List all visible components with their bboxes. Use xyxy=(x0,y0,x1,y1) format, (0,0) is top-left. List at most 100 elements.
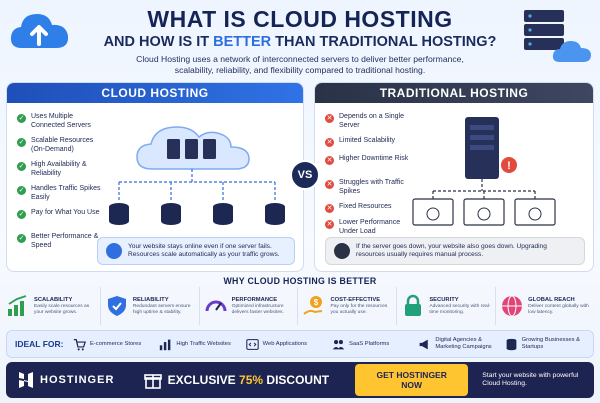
brand-name: HOSTINGER xyxy=(40,374,115,386)
cloud-network-illustration xyxy=(109,126,285,225)
benefit-title: COST-EFFECTIVE xyxy=(330,296,381,303)
ideal-item: E-commerce Stores xyxy=(73,338,153,351)
cloud-feature: ✓Better Performance & Speed xyxy=(17,233,101,250)
traditional-feature: ✕ Lower Performance Under Load xyxy=(325,219,409,236)
code-window-icon xyxy=(245,338,259,350)
ideal-item-label: Web Applications xyxy=(262,340,308,347)
page-title: WHAT IS CLOUD HOSTING xyxy=(147,6,453,32)
why-title: WHY CLOUD HOSTING IS BETTER xyxy=(223,276,377,286)
discount-promo: EXCLUSIVE 75% DISCOUNT xyxy=(143,371,343,389)
get-hostinger-button[interactable]: GET HOSTINGER NOW xyxy=(355,364,469,396)
coin-hand-icon: $ xyxy=(303,296,323,315)
database-stack-icon xyxy=(506,338,517,350)
ideal-item-label: Growing Businesses & Startups xyxy=(521,337,580,350)
feature-label: Pay for What You Use xyxy=(31,209,100,216)
bar-chart-growth-icon xyxy=(8,295,27,316)
check-icon: ✓ xyxy=(17,186,26,195)
benefit-desc: Pay only for the resources you actually … xyxy=(330,303,388,315)
cross-icon: ✕ xyxy=(325,220,334,229)
cross-icon: ✕ xyxy=(325,180,334,189)
feature-label: Higher Downtime Risk xyxy=(339,155,409,162)
ideal-item: High Traffic Websites xyxy=(159,338,239,351)
feature-label: Uses Multiple Connected Servers xyxy=(31,113,91,129)
ideal-item-label: E-commerce Stores xyxy=(90,340,142,347)
promo-footer: HOSTINGER EXCLUSIVE 75% DISCOUNT GET HOS… xyxy=(6,362,594,398)
benefit-desc: Optimized infrastructure delivers faster… xyxy=(231,303,284,315)
feature-label: Fixed Resources xyxy=(339,203,392,210)
promo-pre: EXCLUSIVE xyxy=(167,373,240,387)
feature-label: Handles Traffic Spikes Easily xyxy=(31,185,101,201)
traditional-feature: ✕ Fixed Resources xyxy=(325,203,409,213)
ideal-for-label: IDEAL FOR: xyxy=(15,339,64,349)
cloud-hosting-title: CLOUD HOSTING xyxy=(7,83,303,103)
cloud-note: Your website stays online even if one se… xyxy=(97,237,295,265)
benefit-desc: Easily scale resources as your website g… xyxy=(34,303,90,315)
intro-text: Cloud Hosting uses a network of intercon… xyxy=(136,54,464,75)
benefit-desc: Deliver content globally with low latenc… xyxy=(528,303,589,315)
hostinger-h-icon xyxy=(19,372,33,388)
cross-icon: ✕ xyxy=(325,114,334,123)
shield-check-icon xyxy=(107,296,126,316)
cloud-feature: ✓ Handles Traffic Spikes Easily xyxy=(17,185,101,202)
warning-icon xyxy=(334,243,350,259)
subtitle-highlight: BETTER xyxy=(213,34,272,50)
bar-chart-icon xyxy=(160,339,171,350)
gift-icon xyxy=(143,374,162,389)
benefit-title: SCALABILITY xyxy=(34,296,73,303)
promo-post: DISCOUNT xyxy=(263,373,330,387)
check-icon: ✓ xyxy=(17,138,26,147)
benefit-title: PERFORMANCE xyxy=(231,296,278,303)
cloud-feature: ✓ Uses Multiple Connected Servers xyxy=(17,113,101,130)
traditional-note-text: If the server goes down, your website al… xyxy=(356,242,547,259)
megaphone-icon xyxy=(419,339,429,349)
globe-icon xyxy=(502,295,523,317)
traditional-feature: ✕ Depends on a Single Server xyxy=(325,113,409,130)
ideal-item: SaaS Platforms xyxy=(332,338,412,351)
hostinger-logo[interactable]: HOSTINGER xyxy=(18,371,126,389)
feature-label: Depends on a Single Server xyxy=(339,113,404,129)
server-stack-cloud-icon xyxy=(524,10,591,62)
cross-icon: ✕ xyxy=(325,204,334,213)
ideal-item-label: SaaS Platforms xyxy=(348,340,390,347)
cross-icon: ✕ xyxy=(325,156,334,165)
promo-percent: 75% xyxy=(239,373,264,387)
ideal-item: Growing Businesses & Startups xyxy=(505,337,585,351)
benefit-desc: Redundant servers ensure high uptime & s… xyxy=(132,303,191,315)
traditional-hosting-title: TRADITIONAL HOSTING xyxy=(315,83,593,103)
ideal-for-bar: IDEAL FOR: E-commerce Stores High Traffi… xyxy=(6,330,594,358)
traditional-feature: ✕ Struggles with Traffic Spikes xyxy=(325,179,409,196)
single-server-illustration: ! xyxy=(412,117,556,226)
cloud-hosting-panel: CLOUD HOSTING ✓ Uses Multiple Connected S… xyxy=(6,82,304,272)
ideal-item-label: High Traffic Websites xyxy=(176,340,231,347)
traditional-feature: ✕ Higher Downtime Risk xyxy=(325,155,409,165)
lock-icon xyxy=(405,294,422,316)
feature-label: Struggles with Traffic Spikes xyxy=(339,179,404,195)
cloud-feature: ✓ Scalable Resources (On-Demand) xyxy=(17,137,101,154)
traditional-hosting-panel: TRADITIONAL HOSTING ✕ Depends on a Single… xyxy=(314,82,594,272)
cloud-upload-icon xyxy=(10,14,69,48)
cloud-feature: ✓Pay for What You Use xyxy=(17,209,101,219)
benefit-title: RELIABILITY xyxy=(132,296,169,303)
footer-note: Start your website with powerful Cloud H… xyxy=(482,371,579,388)
check-icon: ✓ xyxy=(17,114,26,123)
benefit-title: SECURITY xyxy=(429,296,459,303)
feature-label: Scalable Resources (On-Demand) xyxy=(31,137,94,153)
benefit-title: GLOBAL REACH xyxy=(528,296,575,303)
ideal-item: Web Applications xyxy=(245,338,326,351)
feature-label: Lower Performance Under Load xyxy=(339,219,401,235)
ideal-item-label: Digital Agencies & Marketing Campaigns xyxy=(435,337,492,350)
subtitle-pre: AND HOW IS IT xyxy=(103,34,214,50)
svg-text:!: ! xyxy=(507,160,511,172)
cloud-note-text: Your website stays online even if one se… xyxy=(128,242,280,259)
check-icon: ✓ xyxy=(17,234,26,243)
traditional-feature: ✕Limited Scalability xyxy=(325,137,409,147)
users-icon xyxy=(332,339,345,349)
traditional-note: If the server goes down, your website al… xyxy=(325,237,585,265)
subtitle-post: THAN TRADITIONAL HOSTING? xyxy=(271,34,497,50)
ideal-item: Digital Agencies & Marketing Campaigns xyxy=(418,337,498,351)
